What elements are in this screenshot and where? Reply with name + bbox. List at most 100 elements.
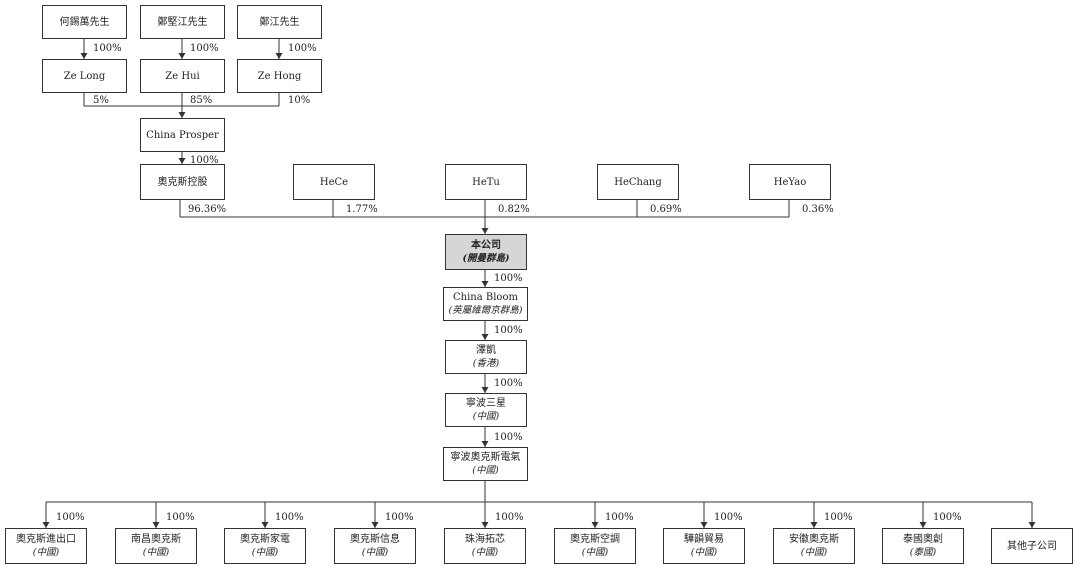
arrowhead xyxy=(1028,522,1036,528)
china-bloom-box: China Bloom (英屬維爾京群島) xyxy=(443,287,528,321)
founder-box-2: 鄭堅江先生 xyxy=(140,5,225,39)
arrowhead xyxy=(481,281,489,287)
entity-name: 驊韻貿易 xyxy=(684,534,724,545)
hechang-pct: 0.69% xyxy=(650,204,682,215)
entity-name: 寧波三星 xyxy=(466,398,506,409)
arrowhead xyxy=(178,112,186,118)
arrowhead xyxy=(919,522,927,528)
arrowhead xyxy=(700,522,708,528)
ze-hui-pct: 85% xyxy=(190,95,213,106)
subsidiary-box: 奧克斯進出口 (中國) xyxy=(5,528,87,564)
zekai-box: 澤凱 (香港) xyxy=(445,340,527,374)
entity-name: China Prosper xyxy=(146,129,219,141)
entity-jurisdiction: (中國) xyxy=(800,547,828,558)
entity-name: 奧克斯家電 xyxy=(240,534,290,545)
subsidiary-box: 驊韻貿易 (中國) xyxy=(663,528,745,564)
entity-jurisdiction: (泰國) xyxy=(909,547,937,558)
arrowhead xyxy=(80,53,88,59)
arrowhead xyxy=(261,522,269,528)
ze-long-box: Ze Long xyxy=(42,59,127,93)
entity-name: 奧克斯空調 xyxy=(570,534,620,545)
ze-hong-pct: 10% xyxy=(288,95,311,106)
entity-name: 寧波奧克斯電氣 xyxy=(450,452,521,463)
founder-1-pct: 100% xyxy=(93,43,122,54)
hechang-box: HeChang xyxy=(597,164,679,200)
entity-name: 本公司 xyxy=(471,240,501,251)
subsidiary-box: 南昌奧克斯 (中國) xyxy=(115,528,197,564)
entity-jurisdiction: (中國) xyxy=(361,547,389,558)
subsidiary-pct: 100% xyxy=(275,512,304,523)
china-bloom-pct: 100% xyxy=(494,325,523,336)
ningbo-sanxing-pct: 100% xyxy=(494,432,523,443)
subsidiary-box: 其他子公司 xyxy=(991,528,1073,564)
company-pct: 100% xyxy=(494,273,523,284)
founder-box-3: 鄭江先生 xyxy=(237,5,322,39)
hece-box: HeCe xyxy=(293,164,375,200)
subsidiary-box: 安徽奧克斯 (中國) xyxy=(773,528,855,564)
arrowhead xyxy=(481,334,489,340)
subsidiary-pct: 100% xyxy=(933,512,962,523)
aux-holdings-box: 奧克斯控股 xyxy=(140,164,225,200)
arrowhead xyxy=(371,522,379,528)
china-prosper-box: China Prosper xyxy=(140,118,225,152)
entity-name: 奧克斯信息 xyxy=(350,534,400,545)
entity-name: HeTu xyxy=(472,176,500,188)
subsidiary-pct: 100% xyxy=(166,512,195,523)
entity-name: 安徽奧克斯 xyxy=(789,534,839,545)
entity-name: Ze Hong xyxy=(257,70,302,82)
subsidiary-pct: 100% xyxy=(495,512,524,523)
founder-name: 鄭江先生 xyxy=(259,16,300,28)
founder-box-1: 何錫萬先生 xyxy=(42,5,127,39)
subsidiary-pct: 100% xyxy=(714,512,743,523)
entity-name: HeChang xyxy=(614,176,662,188)
entity-jurisdiction: (香港) xyxy=(472,358,500,369)
subsidiary-box: 奧克斯信息 (中國) xyxy=(334,528,416,564)
entity-name: Ze Hui xyxy=(165,70,200,82)
entity-name: 其他子公司 xyxy=(1007,540,1057,552)
arrowhead xyxy=(152,522,160,528)
arrowhead xyxy=(275,53,283,59)
subsidiary-pct: 100% xyxy=(385,512,414,523)
subsidiary-box: 珠海拓芯 (中國) xyxy=(444,528,526,564)
entity-jurisdiction: (中國) xyxy=(251,547,279,558)
entity-name: Ze Long xyxy=(63,70,106,82)
entity-jurisdiction: (中國) xyxy=(690,547,718,558)
hetu-pct: 0.82% xyxy=(498,204,530,215)
entity-jurisdiction: (中國) xyxy=(142,547,170,558)
heyao-pct: 0.36% xyxy=(802,204,834,215)
subsidiary-box: 奧克斯空調 (中國) xyxy=(554,528,636,564)
subsidiary-box: 泰國奧創 (泰國) xyxy=(882,528,964,564)
subsidiary-box: 奧克斯家電 (中國) xyxy=(224,528,306,564)
entity-jurisdiction: (中國) xyxy=(471,547,499,558)
entity-name: 奧克斯控股 xyxy=(157,176,208,188)
entity-name: 南昌奧克斯 xyxy=(131,534,181,545)
entity-name: 奧克斯進出口 xyxy=(16,534,76,545)
entity-name: HeCe xyxy=(319,176,349,188)
entity-name: 泰國奧創 xyxy=(903,534,943,545)
entity-jurisdiction: (中國) xyxy=(32,547,60,558)
arrowhead xyxy=(178,158,186,164)
zekai-pct: 100% xyxy=(494,378,523,389)
founder-2-pct: 100% xyxy=(190,43,219,54)
subsidiary-pct: 100% xyxy=(605,512,634,523)
ze-hui-box: Ze Hui xyxy=(140,59,225,93)
ze-hong-box: Ze Hong xyxy=(237,59,322,93)
hetu-box: HeTu xyxy=(445,164,527,200)
subsidiary-pct: 100% xyxy=(56,512,85,523)
founder-3-pct: 100% xyxy=(288,43,317,54)
entity-name: 澤凱 xyxy=(476,345,496,356)
entity-jurisdiction: (英屬維爾京群島) xyxy=(448,305,523,316)
ze-long-pct: 5% xyxy=(93,95,109,106)
entity-jurisdiction: (中國) xyxy=(472,465,499,476)
entity-jurisdiction: (中國) xyxy=(581,547,609,558)
arrowhead xyxy=(481,387,489,393)
arrowhead xyxy=(178,53,186,59)
company-box: 本公司 (開曼群島) xyxy=(445,234,527,270)
entity-jurisdiction: (中國) xyxy=(472,411,500,422)
entity-jurisdiction: (開曼群島) xyxy=(462,253,510,264)
founder-name: 鄭堅江先生 xyxy=(157,16,208,28)
founder-name: 何錫萬先生 xyxy=(59,16,110,28)
arrowhead xyxy=(481,522,489,528)
